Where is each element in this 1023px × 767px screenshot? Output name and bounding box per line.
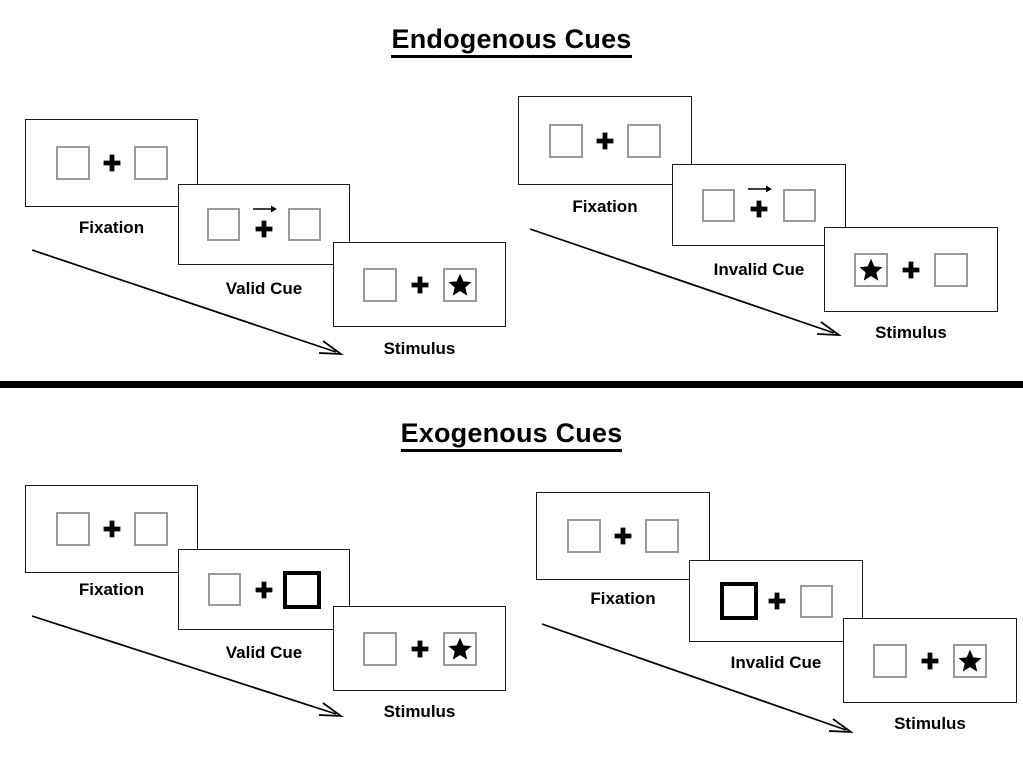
- stim-box-right: [645, 519, 679, 553]
- caption-exogenous-invalid-fixation: Fixation: [590, 589, 656, 608]
- stim-box-right-target: [953, 643, 987, 678]
- plus-icon: [255, 220, 273, 237]
- section-title-exogenous: Exogenous Cues: [0, 418, 1023, 452]
- caption-endogenous-valid-fixation: Fixation: [78, 218, 145, 237]
- caption-exogenous-valid-stimulus: Stimulus: [383, 702, 456, 721]
- stim-box-left: [362, 631, 397, 666]
- caption-endogenous-invalid-fixation: Fixation: [572, 197, 638, 216]
- panel-exogenous-valid-cue: [178, 549, 350, 630]
- stim-box-right-cued: [282, 570, 321, 609]
- stim-box-left: [362, 267, 397, 302]
- stim-box-right: [627, 123, 661, 158]
- stim-box-right: [783, 188, 816, 222]
- stim-box-right: [133, 512, 168, 546]
- plus-icon: [921, 652, 939, 669]
- caption-exogenous-invalid-stimulus: Stimulus: [894, 714, 966, 733]
- star-icon: [448, 273, 471, 296]
- plus-icon: [103, 520, 120, 538]
- panel-exogenous-invalid-cue: [689, 560, 863, 642]
- fixation-cross: [921, 644, 939, 678]
- caption-endogenous-invalid-stimulus: Stimulus: [875, 323, 947, 342]
- stim-box-left: [207, 573, 241, 606]
- arrow-right-cue-icon: [748, 185, 772, 193]
- star-icon: [448, 637, 471, 660]
- stim-box-right: [934, 252, 968, 287]
- plus-icon: [768, 592, 785, 610]
- stim-box-left: [55, 512, 90, 546]
- caption-endogenous-valid-cue: Valid Cue: [225, 279, 303, 298]
- caption-exogenous-valid-cue: Valid Cue: [225, 643, 303, 662]
- stim-box-left: [873, 643, 907, 678]
- panel-exogenous-invalid-stimulus: [843, 618, 1017, 703]
- star-icon: [958, 649, 982, 672]
- arrow-right-cue-icon: [253, 205, 277, 212]
- fixation-cross-with-cue: [253, 205, 277, 245]
- panel-endogenous-valid-stimulus: [333, 242, 506, 327]
- stim-box-right: [288, 208, 321, 241]
- fixation-cross-with-cue: [748, 185, 772, 225]
- panel-endogenous-invalid-fixation: [518, 96, 692, 185]
- fixation-cross: [768, 584, 786, 618]
- plus-icon: [902, 261, 920, 278]
- panel-endogenous-valid-fixation: [25, 119, 198, 207]
- caption-exogenous-invalid-cue: Invalid Cue: [730, 653, 822, 672]
- fixation-cross: [596, 124, 614, 158]
- stim-box-left: [207, 208, 240, 241]
- section-title-endogenous-text: Endogenous Cues: [391, 24, 632, 58]
- fixation-cross: [411, 268, 429, 302]
- fixation-cross: [411, 632, 429, 666]
- plus-icon: [411, 640, 428, 657]
- plus-icon: [596, 132, 614, 149]
- plus-icon: [750, 200, 768, 218]
- panel-endogenous-valid-cue: [178, 184, 350, 265]
- section-title-endogenous: Endogenous Cues: [0, 24, 1023, 58]
- fixation-cross: [255, 573, 273, 607]
- plus-icon: [255, 581, 272, 598]
- stim-box-right: [133, 146, 168, 180]
- stim-box-left-cued: [719, 582, 758, 620]
- stim-box-left-target: [854, 252, 888, 287]
- stim-box-left: [567, 519, 601, 553]
- plus-icon: [411, 276, 428, 293]
- stim-box-left: [55, 146, 90, 180]
- section-divider: [0, 381, 1023, 388]
- fixation-cross: [103, 146, 121, 180]
- panel-exogenous-invalid-fixation: [536, 492, 710, 580]
- plus-icon: [614, 527, 632, 545]
- panel-exogenous-valid-fixation: [25, 485, 198, 573]
- section-title-exogenous-text: Exogenous Cues: [400, 418, 623, 452]
- panel-endogenous-invalid-stimulus: [824, 227, 998, 312]
- stim-box-right-target: [442, 267, 477, 302]
- stim-box-left: [549, 123, 583, 158]
- caption-exogenous-valid-fixation: Fixation: [78, 580, 145, 599]
- stim-box-right: [799, 584, 833, 618]
- plus-icon: [103, 154, 120, 172]
- panel-endogenous-invalid-cue: [672, 164, 846, 246]
- stim-box-right-target: [442, 631, 477, 666]
- stim-box-left: [702, 188, 735, 222]
- star-icon: [859, 258, 883, 281]
- panel-exogenous-valid-stimulus: [333, 606, 506, 691]
- fixation-cross: [902, 253, 920, 287]
- fixation-cross: [614, 519, 632, 553]
- fixation-cross: [103, 512, 121, 546]
- caption-endogenous-valid-stimulus: Stimulus: [383, 339, 456, 358]
- caption-endogenous-invalid-cue: Invalid Cue: [713, 260, 805, 279]
